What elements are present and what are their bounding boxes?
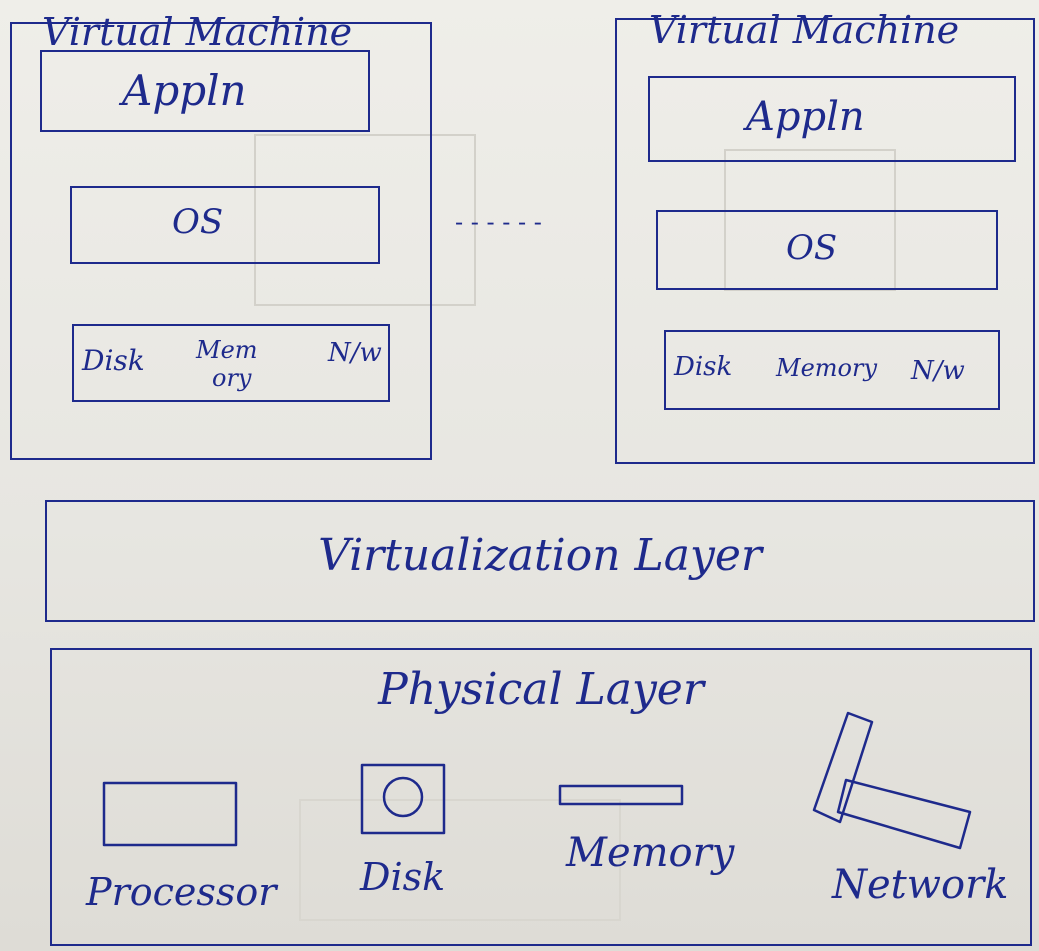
vm-right-application: Appln [648,76,1016,162]
vm-left-resources: Disk Mem ory N/w [72,324,390,402]
disk-icon [360,763,446,835]
vm-right-memory: Memory [776,354,878,382]
memory-label: Memory [566,830,735,876]
virtual-machine-left: Virtual Machine [10,10,432,460]
vm-left-memory-1: Mem [196,336,258,364]
processor-icon [102,781,238,847]
vm-left-memory-2: ory [212,364,252,392]
network-label: Network [832,862,1009,908]
virtual-machine-right: Virtual Machine [615,8,1035,464]
vm-left-network: N/w [328,338,382,368]
vm-right-title: Virtual Machine [649,8,960,52]
memory-icon [558,784,684,806]
vm-right-network: N/w [911,356,965,386]
disk-label: Disk [360,855,446,899]
network-icon [812,711,972,850]
vm-right-resources: Disk Memory N/w [664,330,1000,410]
vm-right-os: OS [656,210,998,290]
vm-left-application: Appln [40,50,370,132]
vm-left-disk: Disk [82,344,145,377]
vm-left-os: OS [70,186,380,264]
physical-layer-title: Physical Layer [378,664,704,715]
processor-label: Processor [86,870,277,914]
virtualization-layer: Virtualization Layer [45,500,1035,622]
vm-left-title: Virtual Machine [42,10,353,54]
physical-layer: Physical Layer [50,648,1032,946]
ellipsis: - - - - - - [455,208,542,236]
vm-right-disk: Disk [674,352,733,382]
